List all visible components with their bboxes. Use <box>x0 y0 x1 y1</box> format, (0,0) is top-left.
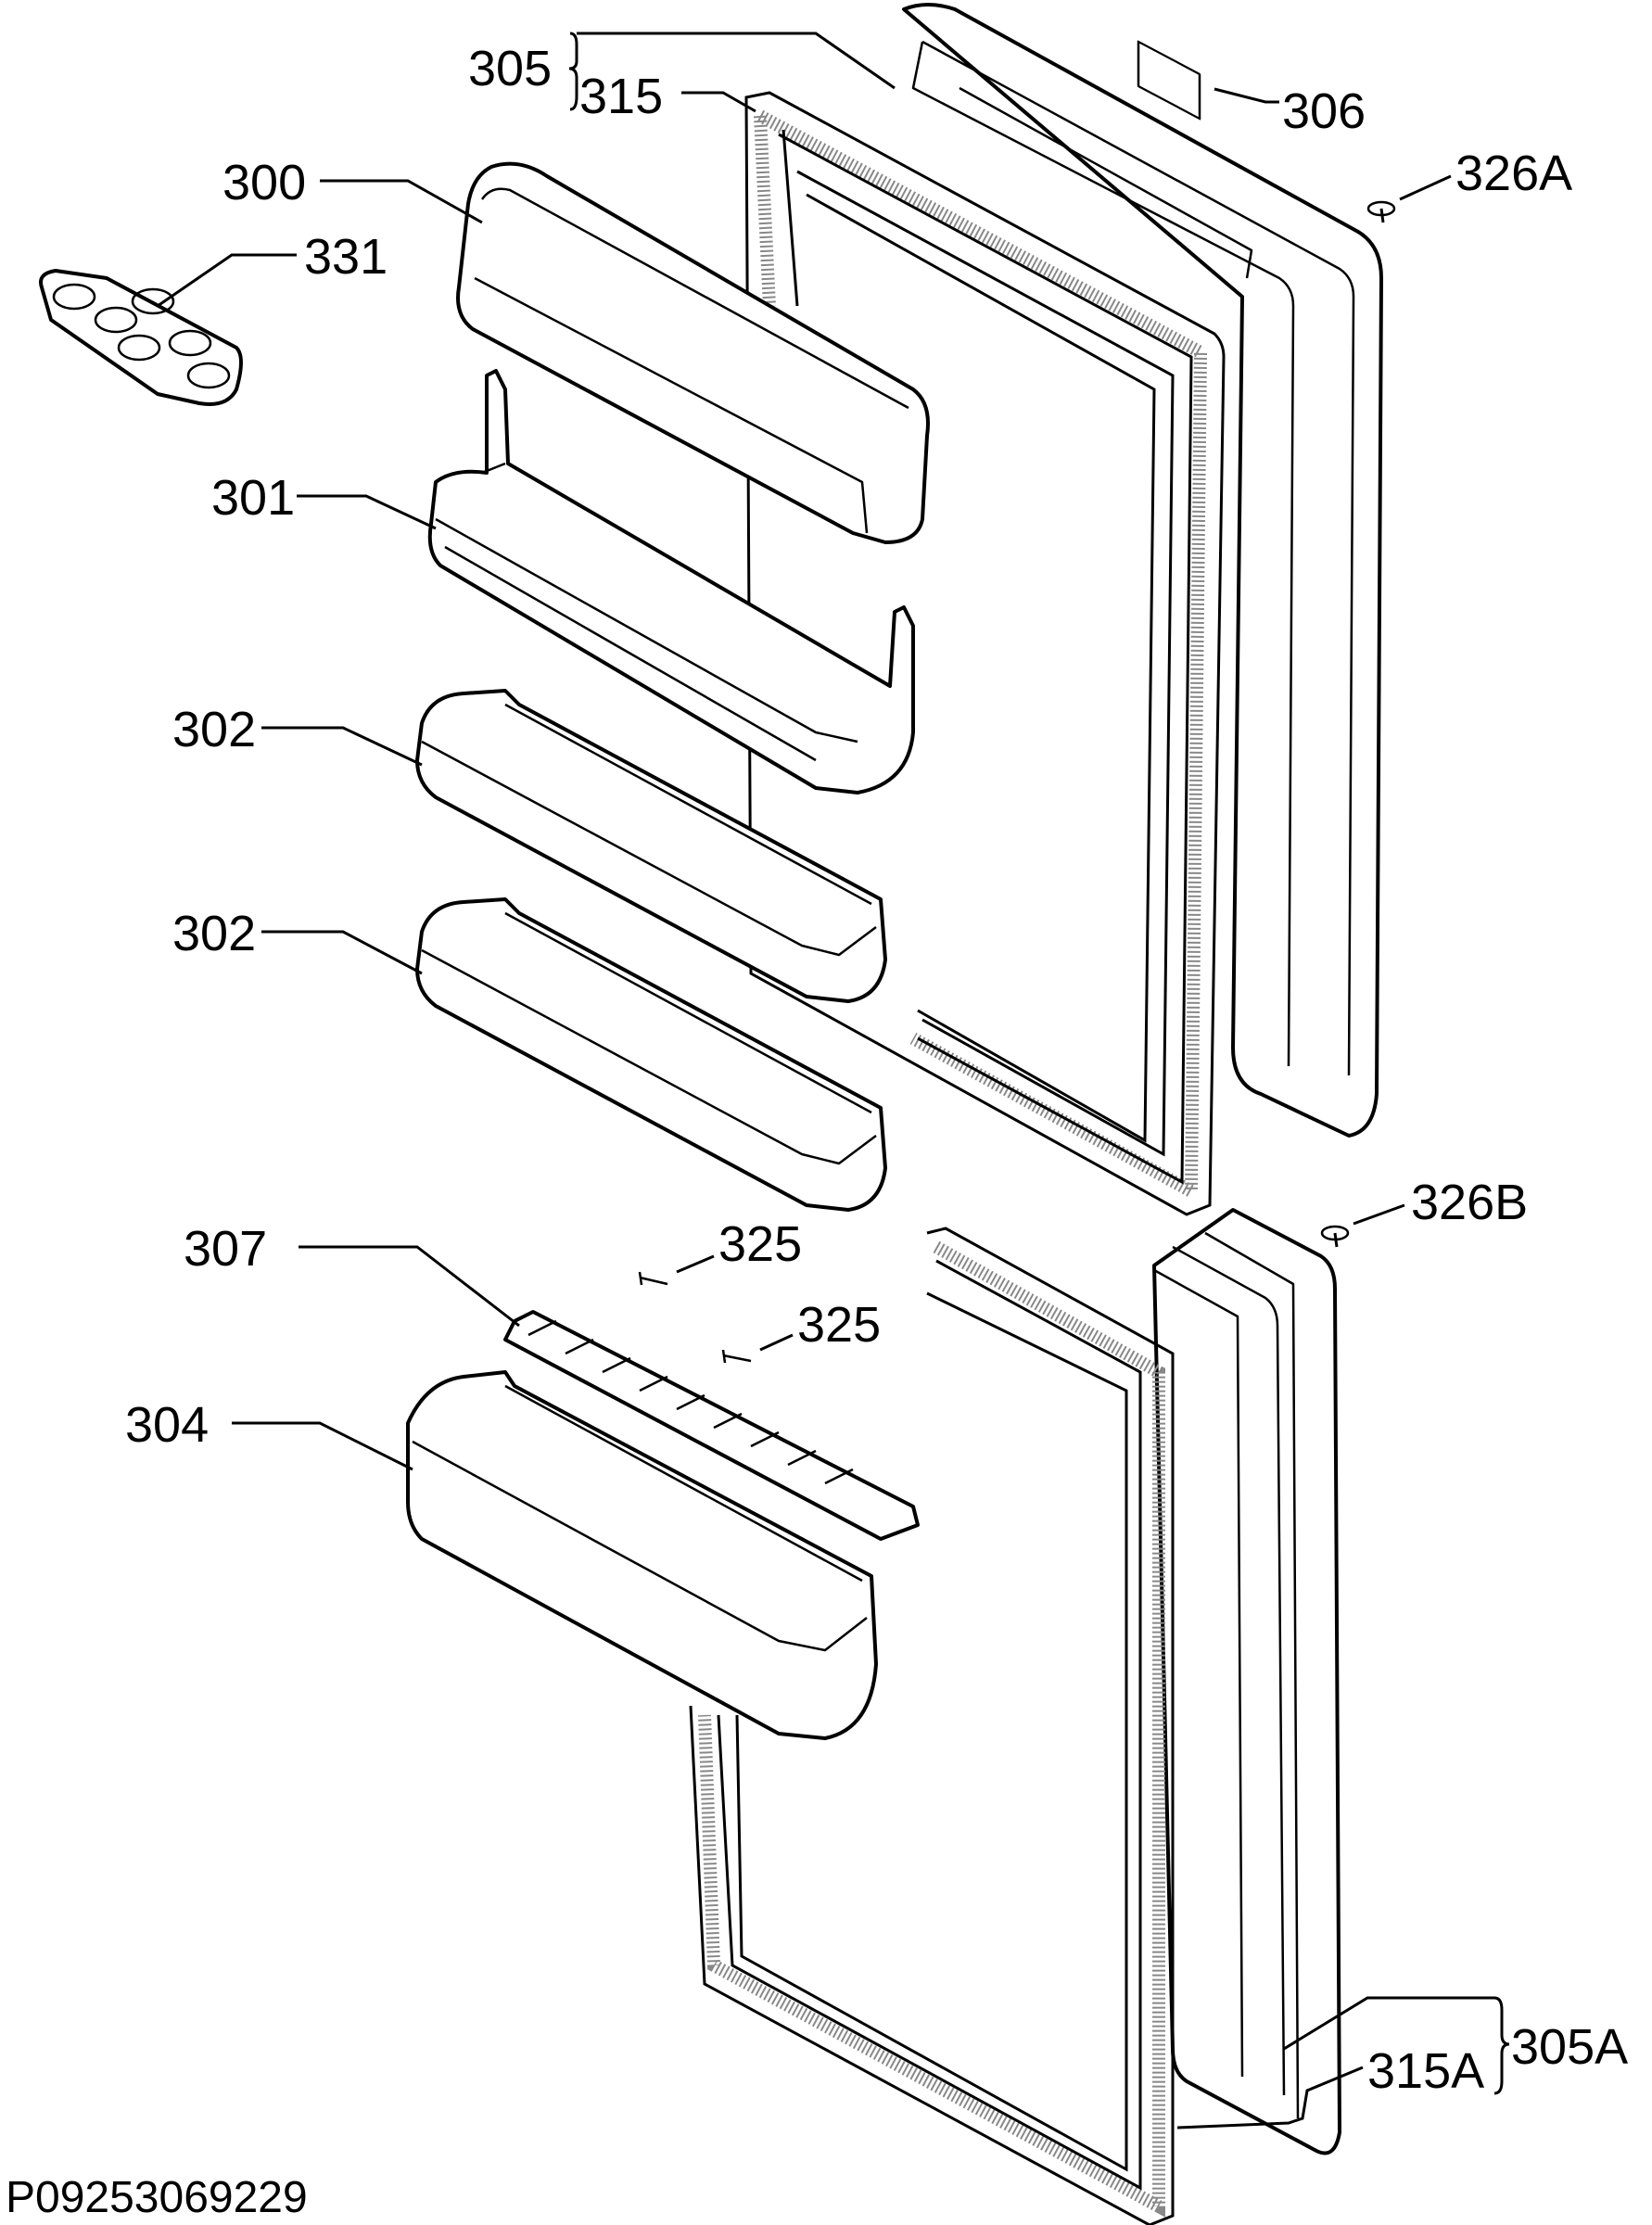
door-shelf-bottom <box>406 1370 878 1740</box>
upper-door-gasket <box>744 91 1226 1216</box>
label-302-upper: 302 <box>172 702 256 757</box>
label-315: 315 <box>579 69 663 124</box>
label-306: 306 <box>1282 83 1366 139</box>
label-302-lower: 302 <box>172 906 256 961</box>
screw-325-a <box>638 1271 668 1286</box>
diagram-part-number: P09253069229 <box>6 2173 308 2222</box>
label-326A: 326A <box>1455 146 1572 201</box>
door-shelf-upper <box>415 689 887 1003</box>
callout-labels: 305 315 306 326A 300 331 301 302 302 325… <box>125 41 1628 2099</box>
label-325-lower: 325 <box>797 1297 881 1353</box>
label-304: 304 <box>125 1397 209 1453</box>
hinge-pin-326B <box>1320 1225 1350 1248</box>
egg-tray <box>39 269 243 406</box>
lower-door-gasket <box>689 1227 1175 2225</box>
lower-door-panel <box>1152 1208 1341 2155</box>
upper-door-panel <box>902 3 1383 1138</box>
label-300: 300 <box>222 155 306 210</box>
label-307: 307 <box>184 1221 267 1277</box>
bottle-retainer <box>503 1310 920 1541</box>
hinge-pin-326A <box>1366 200 1396 223</box>
label-305: 305 <box>468 41 552 96</box>
leader-lines <box>157 32 1510 2130</box>
label-301: 301 <box>211 470 295 526</box>
label-325-upper: 325 <box>718 1216 802 1272</box>
label-315A: 315A <box>1367 2043 1484 2099</box>
label-326B: 326B <box>1411 1175 1528 1230</box>
dairy-compartment-lid <box>456 161 930 544</box>
dairy-shelf <box>427 369 915 795</box>
label-305A: 305A <box>1511 2019 1628 2075</box>
door-shelf-lower <box>415 897 887 1212</box>
screw-325-b <box>721 1349 752 1364</box>
label-331: 331 <box>304 229 388 285</box>
